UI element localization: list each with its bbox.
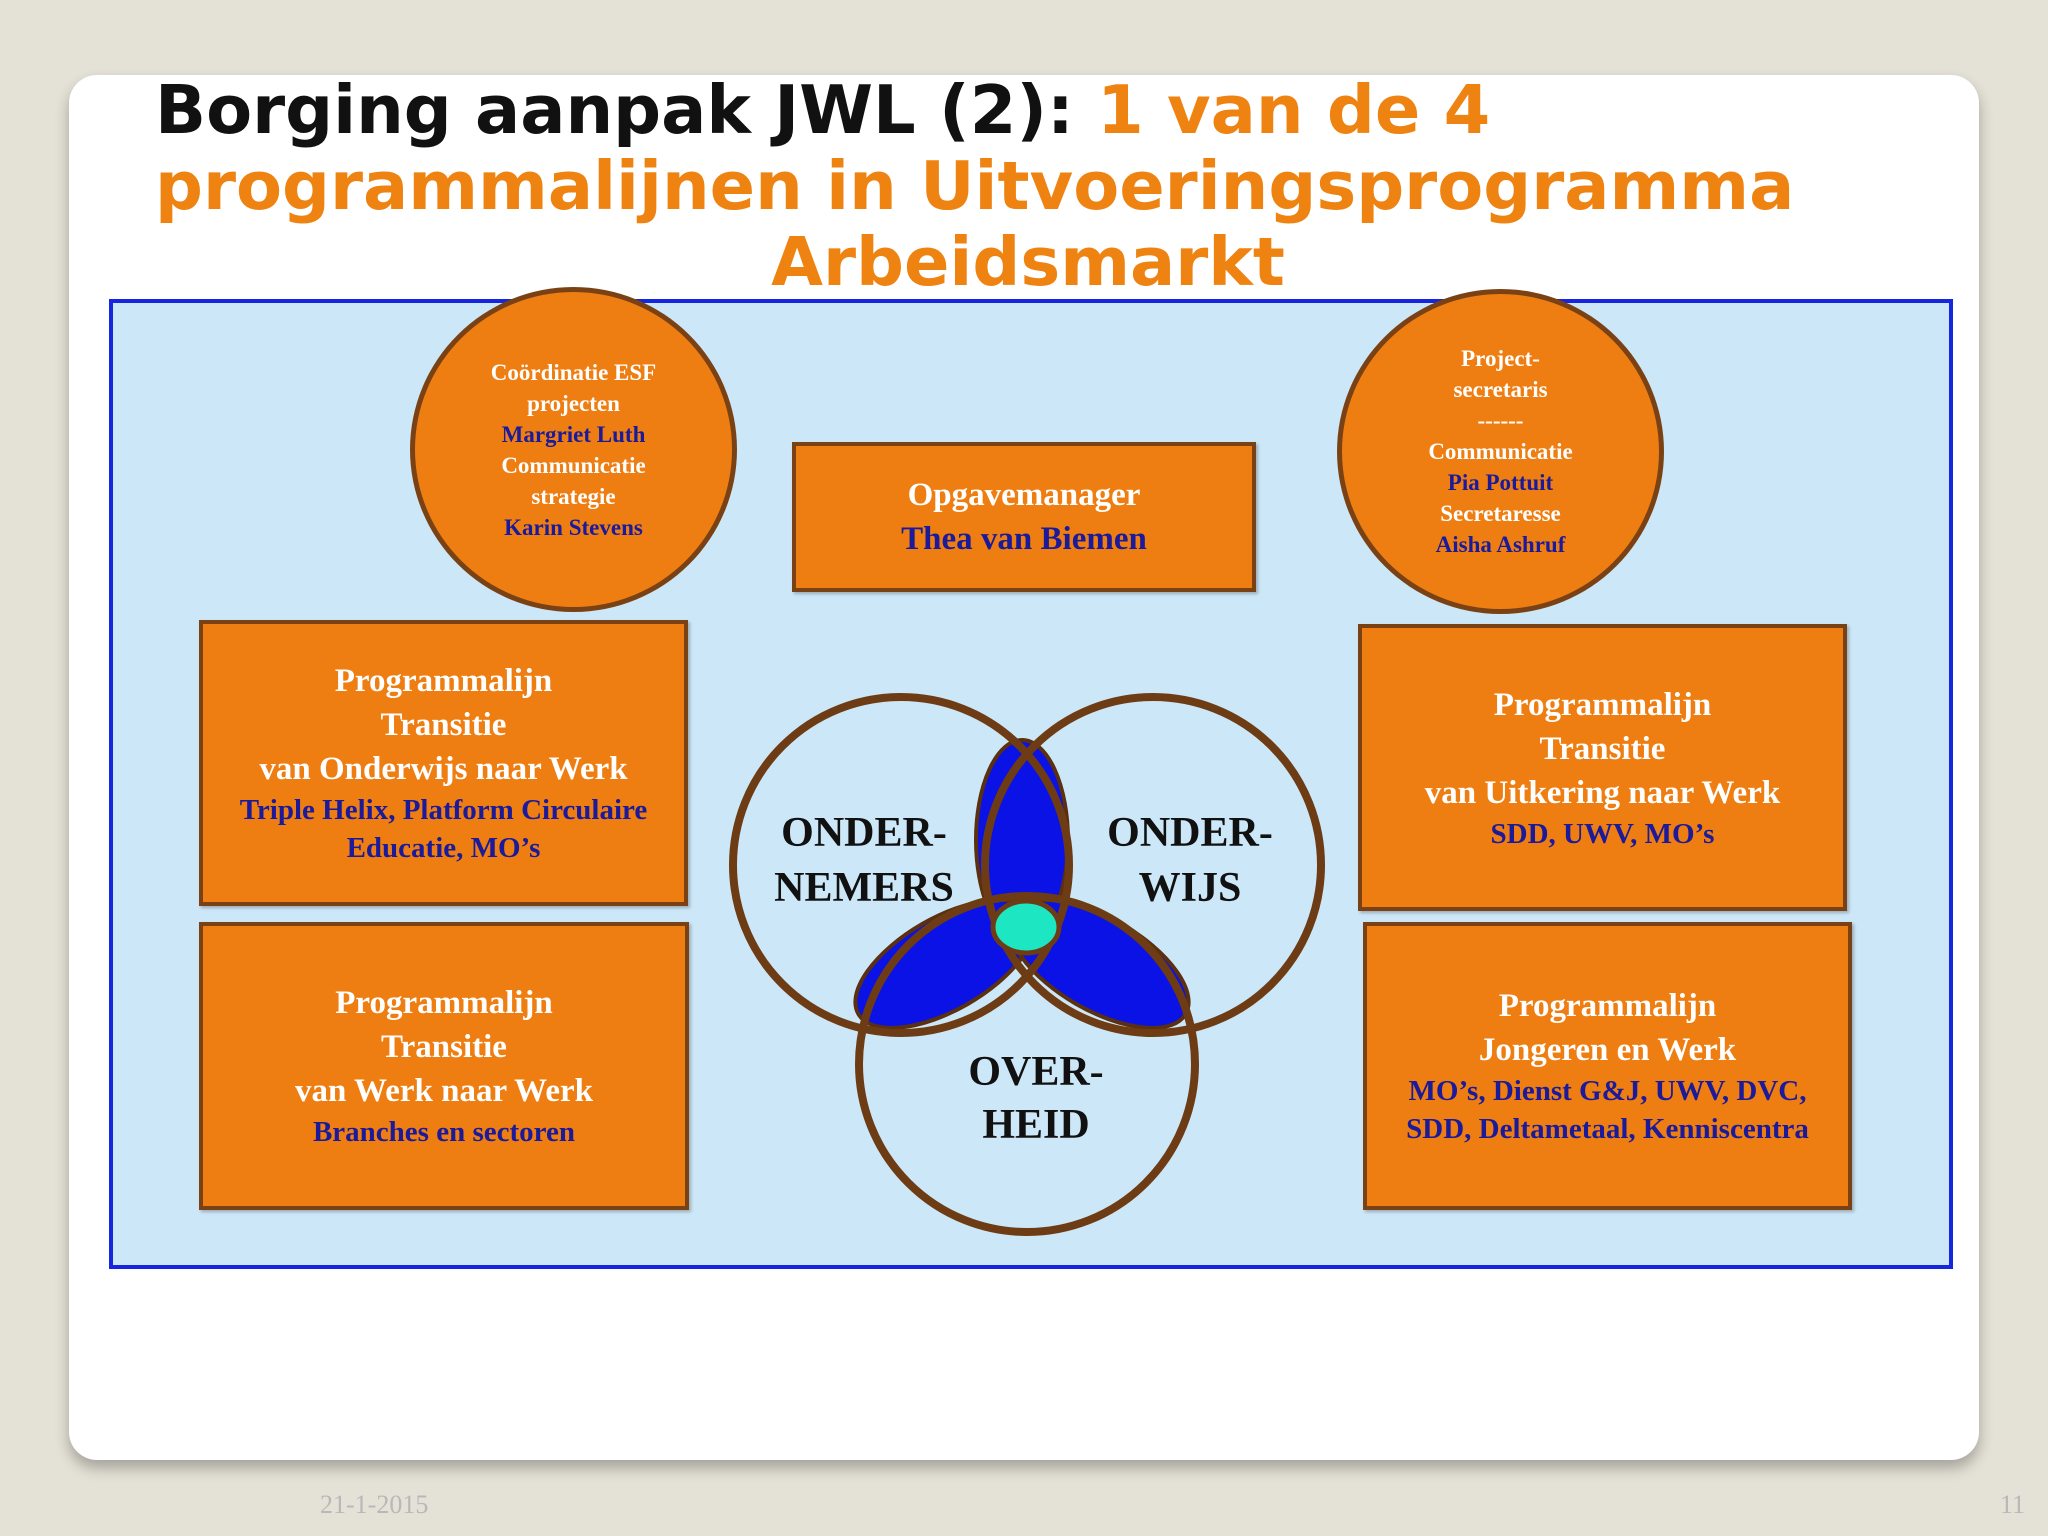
secretariat-line: Communicatie (1428, 439, 1573, 464)
slide-number: 11 (2000, 1490, 2026, 1519)
box-heading: van Werk naar Werk (295, 1073, 593, 1109)
secretariat-line: Secretaresse (1440, 501, 1561, 526)
manager-name: Thea van Biemen (901, 521, 1147, 557)
coordination-line: Coördinatie ESF (490, 359, 657, 385)
box-heading: van Onderwijs naar Werk (259, 751, 628, 787)
secretariat-divider: ------ (1477, 408, 1524, 433)
coordination-line: projecten (527, 390, 620, 416)
box-heading: Programmalijn (1493, 686, 1712, 723)
title-orange-part-3: Arbeidsmarkt (771, 223, 1285, 301)
box-partners: Educatie, MO’s (346, 832, 541, 864)
programmalijn-jongeren-werk-box: Programmalijn Jongeren en Werk MO’s, Die… (1363, 922, 1852, 1210)
slide-date: 21-1-2015 (320, 1490, 429, 1519)
venn-label-overheid-2: HEID (982, 1102, 1089, 1148)
person-name: Aisha Ashruf (1435, 532, 1566, 557)
venn-center (990, 898, 1062, 956)
coordination-line: strategie (531, 483, 616, 509)
slide-title: Borging aanpak JWL (2): 1 van de 4 progr… (155, 72, 1955, 300)
coordination-circle: Coördinatie ESF projecten Margriet Luth … (410, 287, 737, 612)
box-heading: Transitie (380, 707, 507, 743)
person-name: Karin Stevens (504, 514, 643, 540)
venn-label-onderwijs-2: WIJS (1139, 865, 1242, 911)
box-heading: Programmalijn (1498, 988, 1717, 1024)
title-orange-part-1: 1 van de 4 (1097, 71, 1491, 149)
box-heading: Jongeren en Werk (1478, 1032, 1737, 1068)
venn-label-overheid-1: OVER- (968, 1049, 1103, 1095)
venn-label-onderwijs-1: ONDER- (1107, 810, 1273, 856)
box-heading: Programmalijn (334, 663, 553, 699)
box-heading: Transitie (381, 1029, 507, 1065)
person-name: Margriet Luth (501, 421, 646, 447)
programmalijn-werk-werk-box: Programmalijn Transitie van Werk naar We… (199, 922, 689, 1210)
title-orange-part-2: programmalijnen in Uitvoeringsprogramma (155, 147, 1795, 225)
person-name: Pia Pottuit (1447, 470, 1554, 495)
box-partners: MO’s, Dienst G&J, UWV, DVC, (1408, 1075, 1807, 1107)
coordination-line: Communicatie (501, 452, 646, 478)
box-partners: Branches en sectoren (312, 1116, 576, 1148)
programmalijn-onderwijs-werk-box: Programmalijn Transitie van Onderwijs na… (199, 620, 688, 906)
venn-circle-onderwijs (981, 693, 1325, 1037)
title-black-part: Borging aanpak JWL (2): (155, 71, 1074, 149)
box-heading: Transitie (1539, 730, 1666, 767)
manager-box: Opgavemanager Thea van Biemen (792, 442, 1256, 592)
secretariat-circle: Project- secretaris ------ Communicatie … (1337, 289, 1664, 614)
box-partners: SDD, Deltametaal, Kenniscentra (1406, 1113, 1809, 1145)
box-heading: van Uitkering naar Werk (1424, 774, 1781, 811)
secretariat-line: secretaris (1453, 377, 1548, 402)
programmalijn-uitkering-werk-box: Programmalijn Transitie van Uitkering na… (1358, 624, 1847, 911)
manager-role: Opgavemanager (907, 477, 1141, 513)
box-partners: Triple Helix, Platform Circulaire (239, 794, 648, 826)
venn-label-ondernemers-1: ONDER- (781, 810, 947, 856)
venn-label-ondernemers-2: NEMERS (774, 865, 954, 911)
venn-circle-ondernemers (729, 693, 1073, 1037)
venn-circle-overheid (855, 892, 1199, 1236)
box-heading: Programmalijn (335, 985, 553, 1021)
box-partners: SDD, UWV, MO’s (1490, 817, 1715, 850)
secretariat-line: Project- (1461, 346, 1540, 371)
